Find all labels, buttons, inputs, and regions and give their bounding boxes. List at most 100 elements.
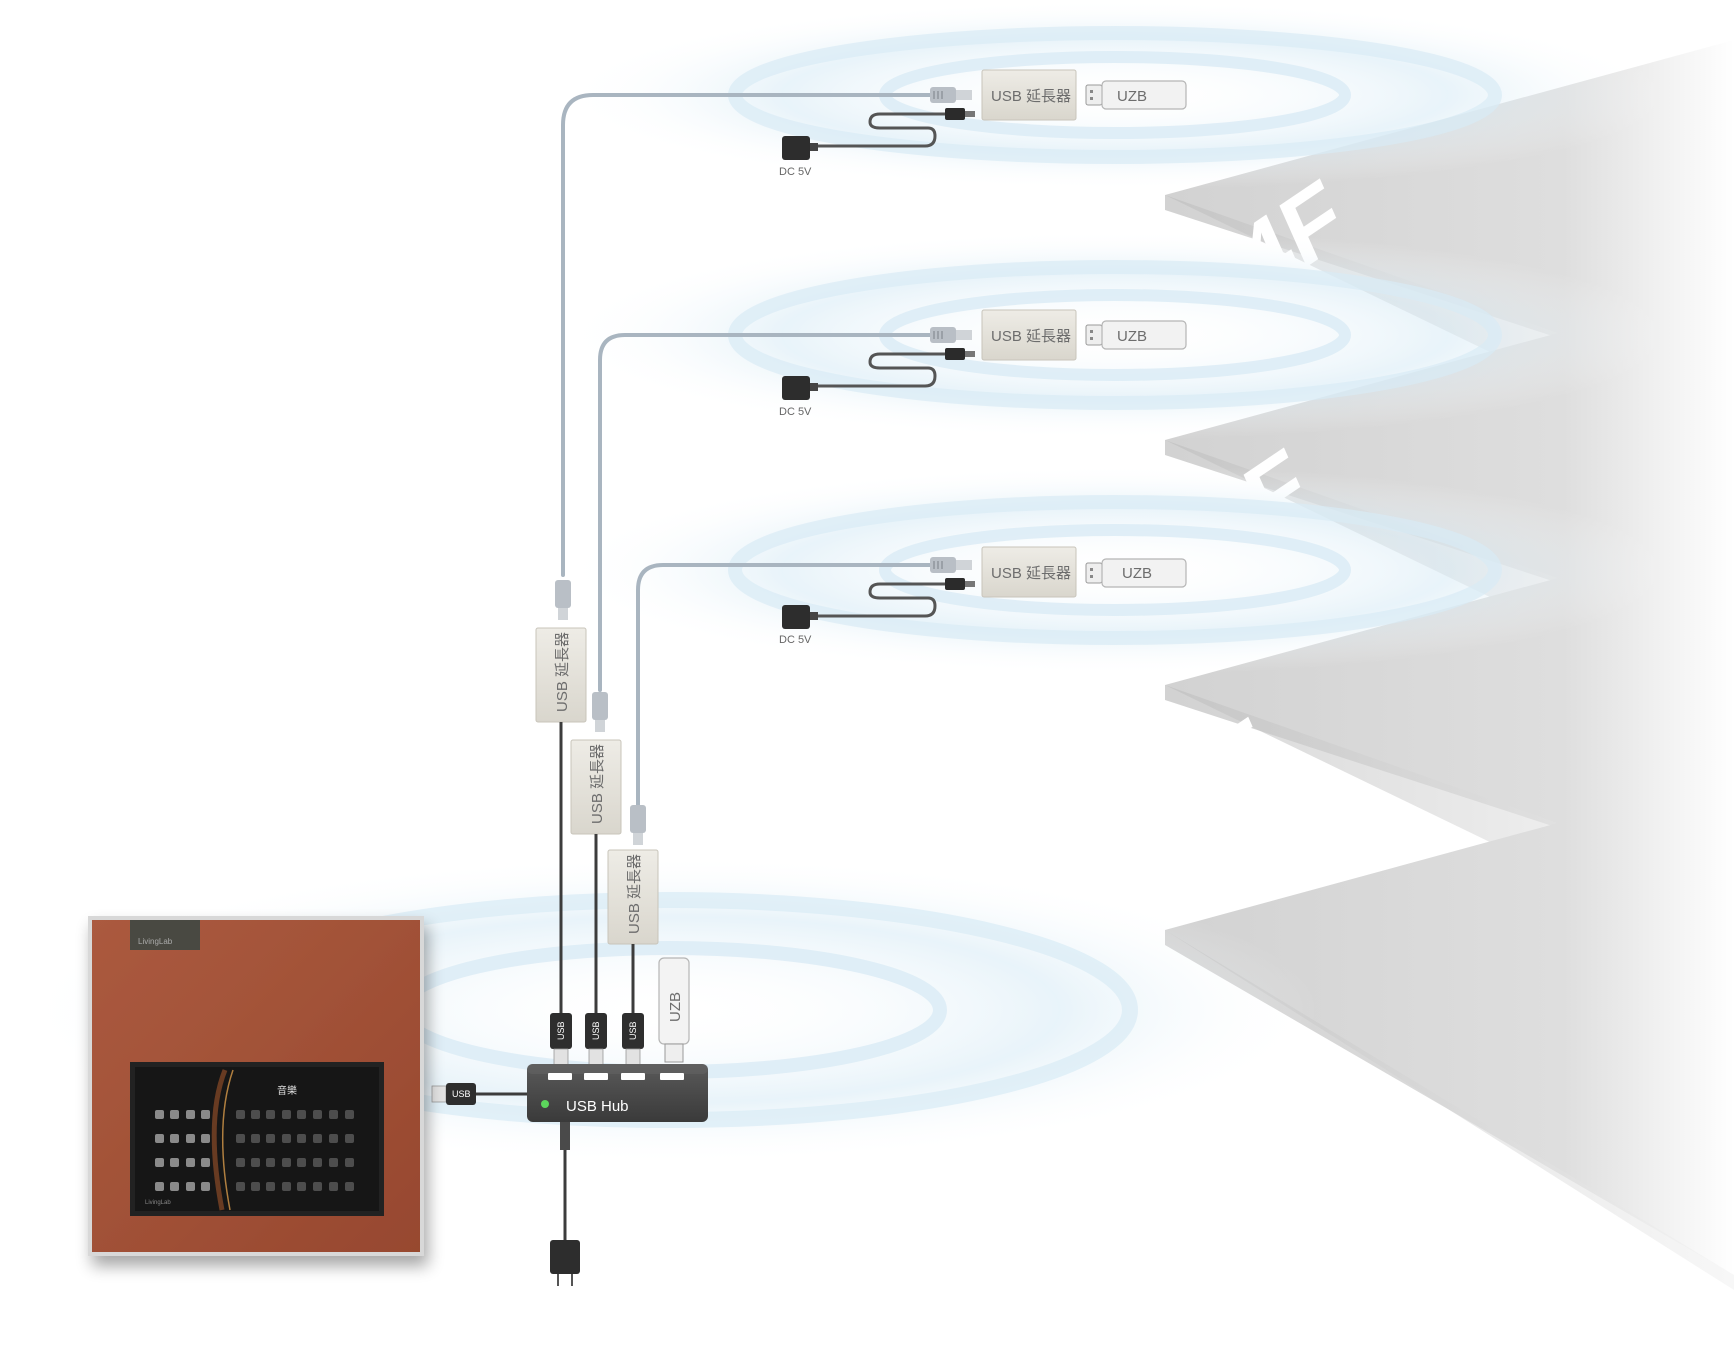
app-tile-icon [201,1110,210,1119]
dc-power-cable [810,578,975,618]
vertical-extenders: USB 延長器 USB 延長器 USB 延長器 [535,580,659,1015]
floor-device-4f: DC 5V USB 延長器 UZB [779,69,1187,178]
rj45-plug-icon [930,327,972,343]
app-tile-icon [201,1182,210,1191]
app-tile-icon [313,1158,322,1167]
hub-label: USB Hub [566,1098,629,1115]
app-tile-icon [251,1182,260,1191]
uzb-label: UZB [1122,565,1152,582]
usb-plug-label: USB [591,1021,601,1040]
usb-plug-icon: USB [550,1013,572,1066]
usb-plugs: USB USB USB UZB [550,957,690,1066]
app-tile-icon [155,1110,164,1119]
extender-label: USB 延長器 [626,854,643,934]
touch-screen: 音樂 LivingLab [130,1062,384,1216]
dc-label: DC 5V [779,406,812,418]
app-tile-icon [297,1110,306,1119]
app-tile-icon [155,1134,164,1143]
app-tile-icon [329,1182,338,1191]
usb-extender-3f: USB 延長器 [981,309,1077,361]
app-tile-icon [329,1134,338,1143]
control-panel: LivingLab 音樂 LivingLab [88,916,424,1256]
app-tile-icon [345,1158,354,1167]
app-tile-icon [282,1110,291,1119]
app-tile-icon [266,1182,275,1191]
app-tile-icon [313,1134,322,1143]
uzb-stick-2f: UZB [1085,558,1187,588]
panel-usb-link: USB [431,1083,527,1105]
app-tile-icon [297,1158,306,1167]
screen-footer: LivingLab [145,1200,171,1206]
app-tile-icon [155,1158,164,1167]
ethernet-cables [561,93,937,807]
app-tile-icon [251,1134,260,1143]
usb-plug-icon: USB [622,1013,644,1066]
app-tile-icon [329,1158,338,1167]
cable-2f [636,563,937,807]
usb-extender-vertical-3: USB 延長器 [607,849,659,945]
app-tile-icon [266,1110,275,1119]
usb-extender-vertical-2: USB 延長器 [570,739,622,835]
usb-plug-icon: USB [585,1013,607,1066]
rj45-plug-icon [592,692,608,732]
dc-label: DC 5V [779,634,812,646]
app-tile-icon [266,1158,275,1167]
app-tile-icon [186,1158,195,1167]
cable-4f [561,93,937,577]
app-tile-icon [251,1110,260,1119]
screen-title: 音樂 [277,1084,297,1097]
app-tile-icon [201,1134,210,1143]
extender-label: USB 延長器 [991,565,1071,582]
uzb-label: UZB [1117,328,1147,345]
hub-power [550,1122,580,1286]
app-tile-icon [297,1182,306,1191]
app-tile-icon [282,1182,291,1191]
app-tile-icon [170,1110,179,1119]
app-tile-icon [345,1134,354,1143]
dc-power-cable [810,108,975,148]
app-tile-icon [282,1158,291,1167]
app-tile-icon [313,1110,322,1119]
rj45-plug-icon [630,805,646,845]
app-tile-icon [251,1158,260,1167]
app-tile-icon [236,1182,245,1191]
app-tile-icon [313,1182,322,1191]
app-tile-icon [345,1182,354,1191]
extender-label: USB 延長器 [589,744,606,824]
rj45-plug-icon [930,87,972,103]
rj45-plug-icon [930,557,972,573]
app-tile-icon [236,1110,245,1119]
app-tile-icon [236,1134,245,1143]
brand-plate [130,920,200,950]
power-adapter-icon [550,1240,580,1286]
uzb-label: UZB [1117,88,1147,105]
rj45-plug-icon [555,580,571,620]
app-tile-icon [266,1134,275,1143]
status-led-icon [541,1100,549,1108]
app-tile-icon [170,1158,179,1167]
app-tile-icon [170,1134,179,1143]
app-tile-icon [282,1134,291,1143]
app-tile-icon [345,1110,354,1119]
uzb-label: UZB [667,992,684,1022]
app-tile-icon [186,1110,195,1119]
usb-extender-2f: USB 延長器 [981,546,1077,598]
app-tile-icon [329,1110,338,1119]
dc-power-cable [810,348,975,388]
app-tile-icon [186,1134,195,1143]
dc-adapter-icon [782,605,818,629]
app-tile-icon [201,1158,210,1167]
extender-label: USB 延長器 [991,88,1071,105]
usb-plug-icon: USB [431,1083,476,1105]
dc-adapter-icon [782,136,818,160]
usb-hub: USB Hub [527,1064,708,1122]
usb-plug-label: USB [556,1021,566,1040]
uzb-stick-3f: UZB [1085,320,1187,350]
app-tile-icon [186,1182,195,1191]
app-tile-icon [297,1134,306,1143]
cable-3f [598,333,937,692]
brand-label: LivingLab [138,937,173,946]
app-icon-grid [155,1110,354,1191]
usb-plug-label: USB [628,1021,638,1040]
